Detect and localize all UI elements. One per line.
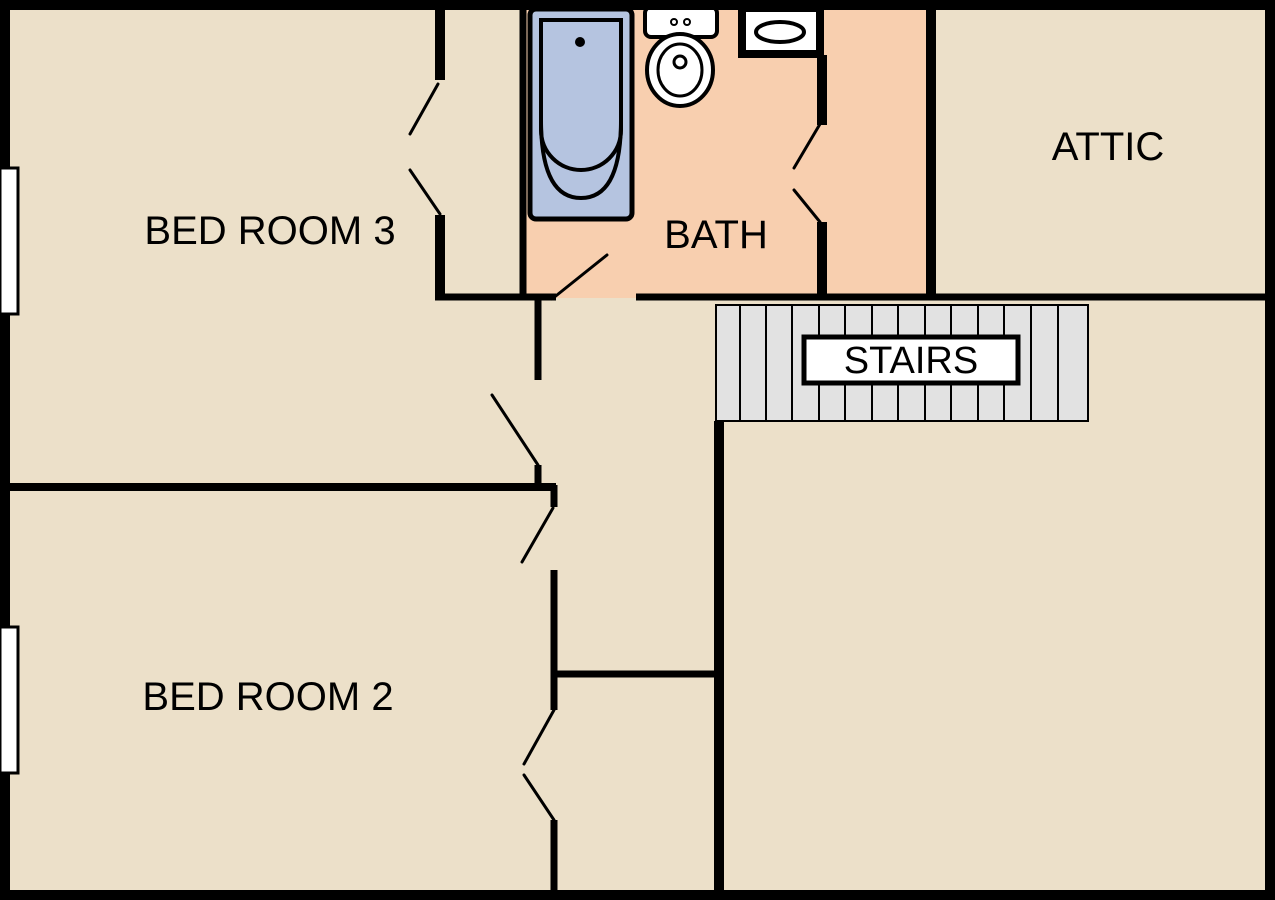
bath-side-door-upper <box>792 122 822 170</box>
stairs-label: STAIRS <box>844 340 978 382</box>
bedroom3-door <box>490 393 540 467</box>
bath-door <box>550 253 609 301</box>
window-bedroom3 <box>0 166 20 316</box>
room-label-bedroom3: BED ROOM 3 <box>144 209 395 253</box>
toilet-icon <box>643 5 719 108</box>
window-bedroom2 <box>0 625 20 775</box>
closet-floor <box>444 6 520 296</box>
cupboard-door-upper <box>522 708 556 766</box>
cupboard-door-lower <box>522 773 556 822</box>
closet-door-upper <box>408 82 440 136</box>
room-label-attic: ATTIC <box>1052 125 1165 169</box>
bath-side-door-lower <box>792 188 822 224</box>
stairs-label-box <box>801 334 1021 386</box>
bathtub-icon <box>527 6 635 222</box>
stairs: STAIRS <box>715 304 1089 422</box>
closet-door-lower <box>408 168 442 216</box>
stairs-body <box>715 304 1089 422</box>
sink-icon <box>738 8 824 58</box>
doors <box>408 82 822 822</box>
bedroom2-door <box>520 506 555 564</box>
room-label-bedroom2: BED ROOM 2 <box>142 675 393 719</box>
room-label-bath: BATH <box>664 213 768 257</box>
